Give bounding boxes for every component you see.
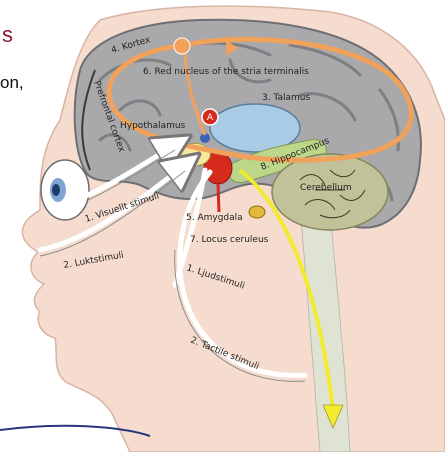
label-cerebellum: Cerebellum [300, 183, 352, 193]
label-red-nucleus: 6. Red nucleus of the stria terminalis [143, 67, 309, 77]
label-hypothalamus: Hypothalamus [120, 121, 186, 131]
kortex-node [174, 38, 190, 54]
label-locus: 7. Locus ceruleus [190, 235, 269, 245]
marker-a-label: A [207, 113, 214, 123]
amygdala-connector [218, 184, 219, 212]
eye [41, 160, 89, 220]
locus-ceruleus [249, 206, 265, 218]
label-amygdala: 5. Amygdala [186, 213, 243, 223]
label-talamus: 3. Talamus [262, 93, 310, 103]
